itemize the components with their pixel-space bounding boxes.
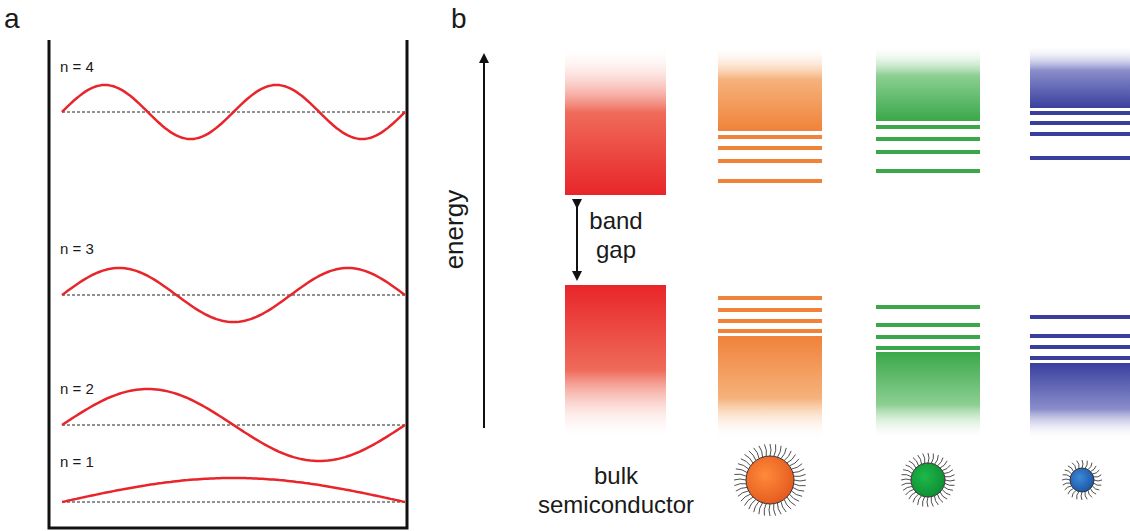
medium-dot-levels — [876, 45, 980, 440]
wavefunction — [62, 268, 405, 322]
wavefunction — [62, 389, 405, 461]
large-dot-levels — [718, 45, 822, 440]
wavefunction — [62, 478, 405, 502]
level-label: n = 3 — [60, 240, 94, 258]
small-dot-levels — [1030, 45, 1130, 440]
panel-letter: a — [4, 2, 20, 36]
panel-caption: bulk semiconductor — [536, 462, 696, 520]
panel-letter: b — [451, 2, 467, 36]
level-label: n = 1 — [60, 453, 94, 471]
medium-quantum-dot — [911, 463, 945, 497]
bulk-bands — [565, 45, 666, 440]
energy-axis — [483, 58, 485, 428]
wavefunction — [62, 85, 405, 139]
large-quantum-dot — [746, 456, 794, 504]
small-quantum-dot — [1070, 468, 1094, 492]
axis-label: energy — [439, 190, 470, 270]
potential-well — [49, 40, 407, 528]
level-label: n = 2 — [60, 380, 94, 398]
ligand-shell — [734, 444, 1102, 516]
band-gap-label: band gap — [586, 207, 646, 265]
level-label: n = 4 — [60, 58, 94, 76]
